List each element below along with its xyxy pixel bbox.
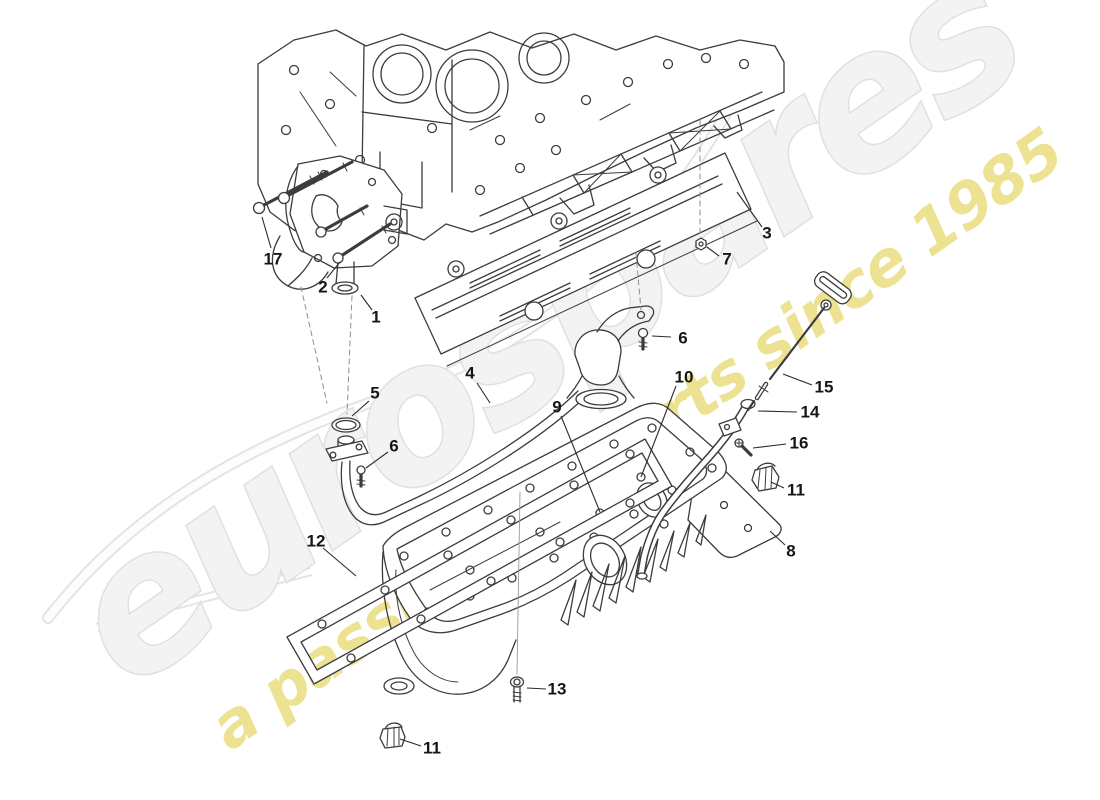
part-callout-6[interactable]: 6 [678, 328, 688, 348]
part-callout-7[interactable]: 7 [722, 249, 732, 269]
part-callout-14[interactable]: 14 [800, 402, 820, 422]
dipstick-art [746, 271, 852, 412]
leader-line-15 [782, 373, 813, 386]
leader-line-6 [365, 451, 389, 469]
leader-line-5 [351, 400, 370, 417]
leader-line-11 [399, 738, 422, 747]
leader-line-16 [752, 443, 787, 449]
leader-line-6 [651, 335, 672, 338]
part-callout-6[interactable]: 6 [389, 436, 399, 456]
part-callout-12[interactable]: 12 [306, 531, 326, 551]
leader-line-7 [706, 246, 720, 257]
part-callout-13[interactable]: 13 [547, 679, 567, 699]
watermark-swoosh-tail [95, 567, 313, 632]
part-callout-4[interactable]: 4 [465, 363, 475, 383]
part-callout-15[interactable]: 15 [814, 377, 834, 397]
leader-line-14 [757, 410, 798, 413]
pickup-pipe-art [325, 305, 655, 526]
baffle-plate-art [414, 152, 758, 367]
part-callout-16[interactable]: 16 [789, 433, 809, 453]
leader-line-17 [261, 216, 272, 249]
leader-line-10 [640, 385, 677, 478]
oil-pump-art [271, 155, 408, 295]
leader-line-12 [322, 547, 357, 577]
dipstick-tube-art [636, 398, 756, 580]
part-callout-3[interactable]: 3 [762, 223, 772, 243]
part-callout-11[interactable]: 11 [787, 480, 805, 500]
part-callout-10[interactable]: 10 [674, 367, 694, 387]
pump-bolts-art [252, 160, 392, 264]
part-callout-9[interactable]: 9 [552, 397, 562, 417]
part-callout-17[interactable]: 17 [263, 249, 283, 269]
leader-line-3 [736, 191, 763, 228]
part-callout-1[interactable]: 1 [371, 307, 381, 327]
pickup-bolt-art [637, 327, 649, 351]
leader-line-11 [770, 481, 785, 489]
part-callout-11[interactable]: 11 [423, 738, 441, 758]
sump-gasket-art [286, 438, 673, 685]
leader-line-1 [360, 294, 373, 311]
leader-line-8 [769, 530, 786, 546]
leader-line-13 [526, 687, 547, 690]
part-callout-5[interactable]: 5 [370, 383, 380, 403]
leader-line-9 [560, 415, 601, 513]
drain-plug-art [379, 462, 780, 749]
part-callout-8[interactable]: 8 [786, 541, 796, 561]
assembly-centerlines [300, 119, 701, 675]
leader-line-4 [476, 382, 491, 404]
leader-line-2 [326, 261, 341, 279]
part-callout-2[interactable]: 2 [318, 277, 328, 297]
sump-bolt-art [509, 676, 525, 703]
